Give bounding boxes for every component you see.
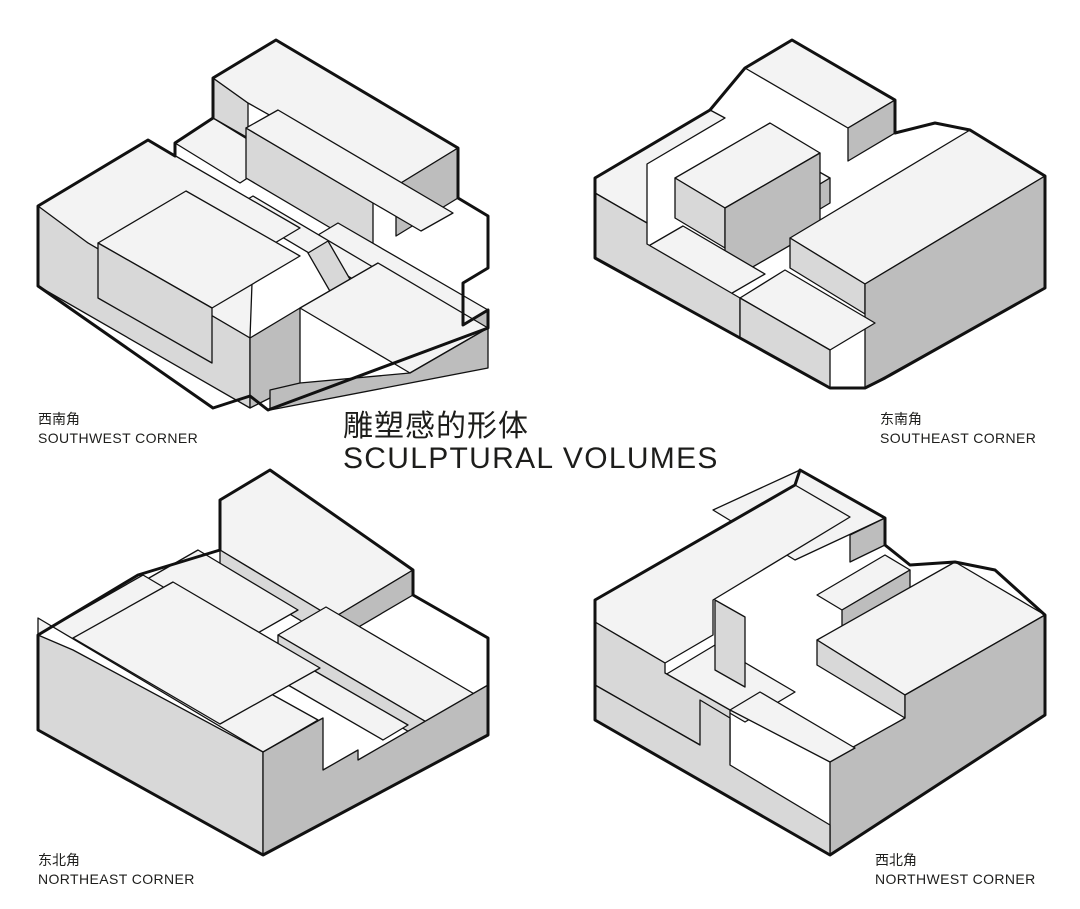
northwest-outline <box>593 468 1047 857</box>
northwest-front-mass-left-face <box>594 684 831 856</box>
southeast-outline <box>593 38 1047 390</box>
northeast-caption: 东北角 NORTHEAST CORNER <box>38 853 195 888</box>
diagram-title: 雕塑感的形体 SCULPTURAL VOLUMES <box>343 410 719 474</box>
northwest-axonometric <box>593 468 1050 857</box>
southwest-front-step-left-face <box>97 242 213 364</box>
northwest-massing-drawing <box>593 468 1047 857</box>
northeast-front-mass-top-main <box>72 581 321 725</box>
southwest-caption-chinese: 西南角 <box>38 412 80 428</box>
title-english: SCULPTURAL VOLUMES <box>343 442 719 475</box>
northwest-caption-english: NORTHWEST CORNER <box>875 870 1036 887</box>
southwest-outline <box>36 38 490 412</box>
northwest-courtyard-wall <box>714 599 746 688</box>
northeast-outline <box>36 468 490 857</box>
southeast-massing-drawing <box>593 38 1047 390</box>
southwest-middle-block-top <box>245 109 454 232</box>
title-chinese: 雕塑感的形体 <box>343 409 529 444</box>
southeast-caption-chinese: 东南角 <box>880 412 922 428</box>
southeast-caption-english: SOUTHEAST CORNER <box>880 429 1037 446</box>
northeast-caption-english: NORTHEAST CORNER <box>38 870 195 887</box>
northeast-axonometric <box>36 468 493 857</box>
northwest-caption: 西北角 NORTHWEST CORNER <box>875 853 1036 888</box>
southwest-axonometric <box>36 38 493 413</box>
southwest-caption: 西南角 SOUTHWEST CORNER <box>38 412 198 447</box>
northwest-caption-chinese: 西北角 <box>875 853 917 869</box>
southwest-caption-english: SOUTHWEST CORNER <box>38 429 199 446</box>
southwest-massing-drawing <box>36 38 490 412</box>
southeast-axonometric <box>593 38 1050 390</box>
northeast-massing-drawing <box>36 468 490 857</box>
southeast-caption: 东南角 SOUTHEAST CORNER <box>880 412 1036 447</box>
northwest-front-mass-top <box>729 691 856 763</box>
northeast-caption-chinese: 东北角 <box>38 853 80 869</box>
